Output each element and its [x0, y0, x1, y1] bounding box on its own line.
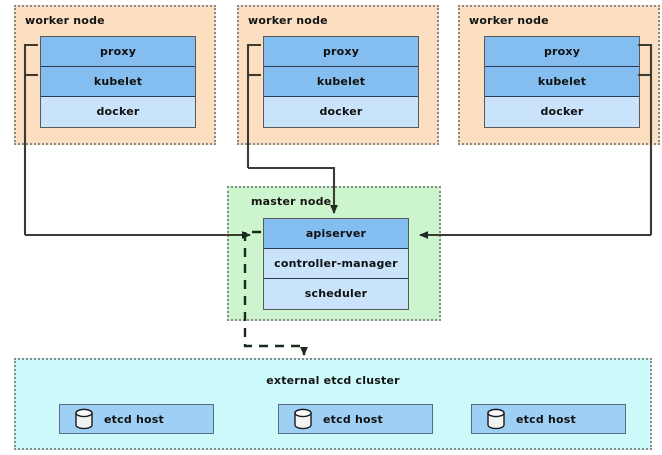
etcd-cluster-group: external etcd cluster etcd host etcd hos… [14, 358, 652, 450]
etcd-host-3: etcd host [471, 404, 626, 434]
etcd-host-2: etcd host [278, 404, 433, 434]
master-node-title: master node [251, 195, 332, 208]
etcd-cluster-title: external etcd cluster [266, 374, 400, 387]
component-kubelet: kubelet [41, 67, 195, 97]
etcd-host-label: etcd host [516, 412, 576, 426]
worker-node-group-2: worker node proxy kubelet docker [237, 5, 439, 145]
component-docker: docker [485, 97, 639, 127]
component-proxy: proxy [264, 37, 418, 67]
component-proxy: proxy [485, 37, 639, 67]
worker-node-group-3: worker node proxy kubelet docker [458, 5, 660, 145]
component-kubelet: kubelet [264, 67, 418, 97]
component-proxy: proxy [41, 37, 195, 67]
master-node-group: master node apiserver controller-manager… [227, 186, 441, 321]
database-cylinder-icon [487, 408, 505, 430]
component-scheduler: scheduler [264, 279, 408, 309]
worker-node-title-3: worker node [469, 14, 549, 27]
etcd-host-1: etcd host [59, 404, 214, 434]
component-docker: docker [264, 97, 418, 127]
worker-node-stack-3: proxy kubelet docker [484, 36, 640, 128]
worker-node-title-2: worker node [248, 14, 328, 27]
worker-node-title-1: worker node [25, 14, 105, 27]
component-controller-manager: controller-manager [264, 249, 408, 279]
database-cylinder-icon [294, 408, 312, 430]
database-cylinder-icon [75, 408, 93, 430]
etcd-host-label: etcd host [104, 412, 164, 426]
component-docker: docker [41, 97, 195, 127]
component-apiserver: apiserver [264, 219, 408, 249]
master-node-stack: apiserver controller-manager scheduler [263, 218, 409, 310]
worker-node-group-1: worker node proxy kubelet docker [14, 5, 216, 145]
worker-node-stack-1: proxy kubelet docker [40, 36, 196, 128]
component-kubelet: kubelet [485, 67, 639, 97]
etcd-host-label: etcd host [323, 412, 383, 426]
worker-node-stack-2: proxy kubelet docker [263, 36, 419, 128]
